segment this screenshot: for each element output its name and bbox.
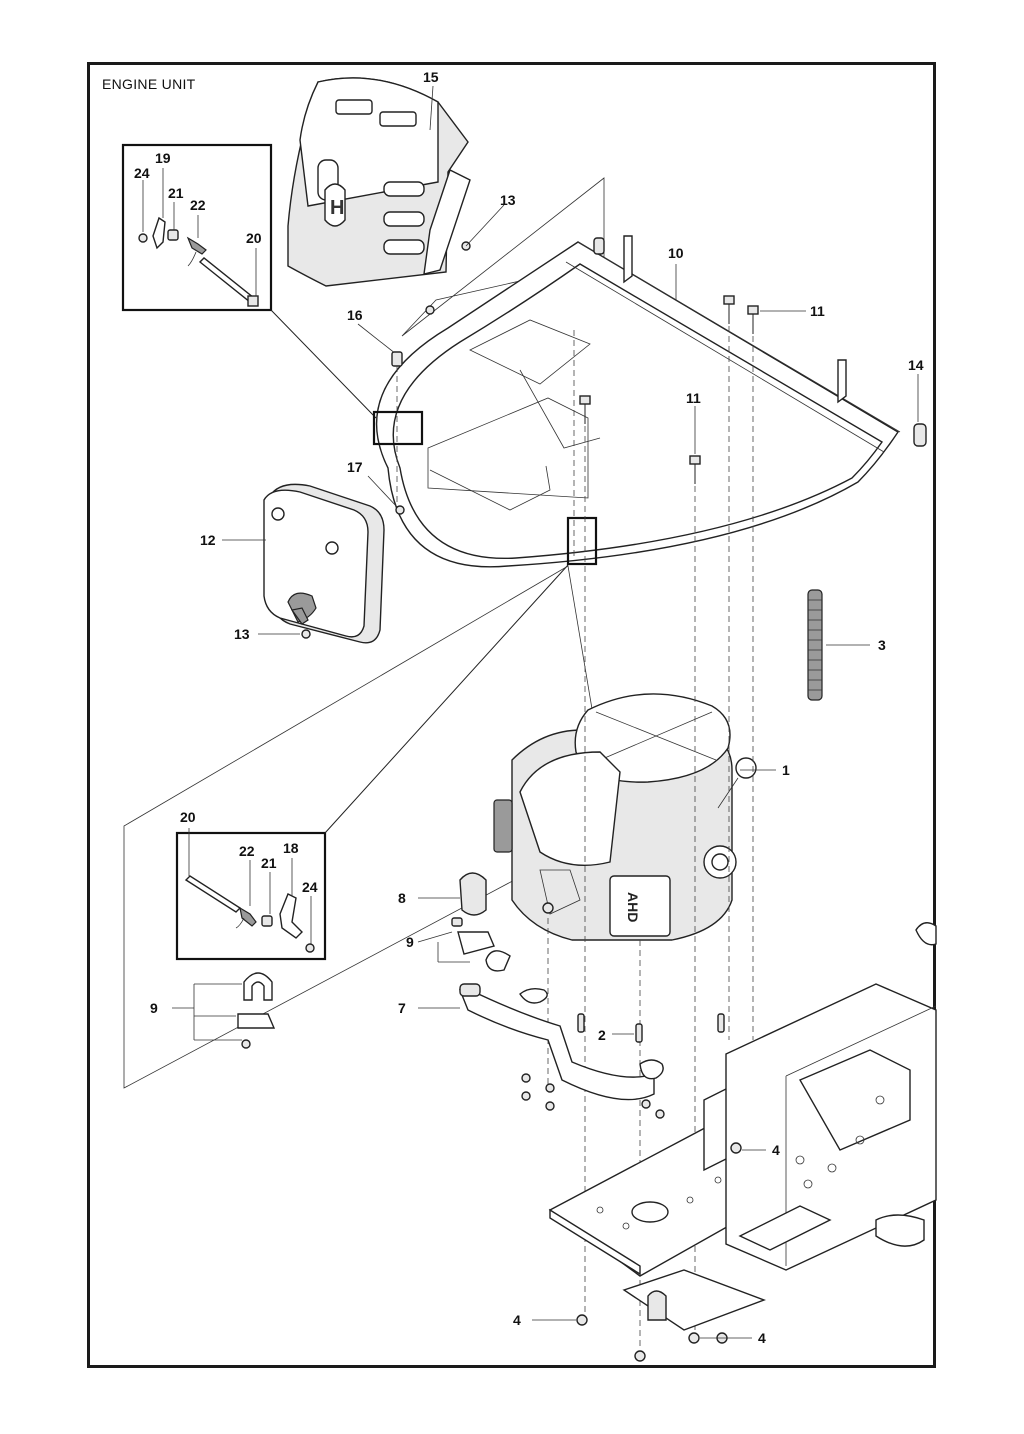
callout-1: 1	[782, 762, 790, 778]
section-title: ENGINE UNIT	[102, 76, 196, 92]
detail-bottom-label-22: 22	[239, 843, 255, 859]
logo-h: H	[330, 197, 344, 219]
stud	[635, 1023, 643, 1043]
callout-13-top: 13	[500, 192, 516, 208]
bolt-11	[579, 295, 806, 484]
detail-top-label-21: 21	[168, 185, 184, 201]
exhaust-elbow	[417, 872, 511, 972]
exhaust-pipe	[418, 983, 664, 1101]
detail-top-label-22: 22	[190, 197, 206, 213]
exhaust-clamp-set	[172, 972, 276, 1049]
detail-top-label-20: 20	[246, 230, 262, 246]
callout-7: 7	[398, 1000, 406, 1016]
callout-4-lower-right: 4	[758, 1330, 766, 1346]
muffler	[222, 483, 385, 644]
front-frame: 14	[375, 235, 927, 568]
detail-bottom-label-18: 18	[283, 840, 299, 856]
callout-10: 10	[668, 245, 684, 261]
callout-4-upper: 4	[772, 1142, 780, 1158]
detail-box-bottom	[175, 564, 569, 961]
detail-marker-bottom	[566, 516, 598, 566]
callout-4-lower-left: 4	[513, 1312, 521, 1328]
callout-15: 15	[423, 69, 439, 85]
detail-bottom-label-20: 20	[180, 809, 196, 825]
detail-top-label-19: 19	[155, 150, 171, 166]
engine-decal: AHD	[625, 892, 641, 922]
diagram-frame	[87, 62, 936, 1368]
callout-16: 16	[347, 307, 363, 323]
callout-14: 14	[908, 357, 924, 373]
part-16	[391, 351, 403, 367]
callout-17: 17	[347, 459, 363, 475]
callout-2: 2	[598, 1027, 606, 1043]
detail-bottom-label-24: 24	[302, 879, 318, 895]
hood-panel: H	[287, 77, 505, 315]
callout-3: 3	[878, 637, 886, 653]
exhaust-nuts	[521, 1013, 725, 1119]
callout-8: 8	[398, 890, 406, 906]
callout-11-right: 11	[810, 303, 825, 319]
callout-12: 12	[200, 532, 216, 548]
spring	[807, 589, 870, 701]
nuts-4	[532, 1142, 766, 1362]
detail-box-top	[121, 143, 377, 419]
detail-bottom-label-21: 21	[261, 855, 277, 871]
callout-9-upper: 9	[406, 934, 414, 950]
engine: AHD	[493, 693, 776, 941]
callout-11-mid: 11	[686, 390, 701, 406]
detail-marker-top	[372, 410, 424, 446]
detail-top-label-24: 24	[134, 165, 150, 181]
callout-13-muffler: 13	[234, 626, 250, 642]
chassis-plate	[548, 922, 937, 1331]
callout-9-lower: 9	[150, 1000, 158, 1016]
